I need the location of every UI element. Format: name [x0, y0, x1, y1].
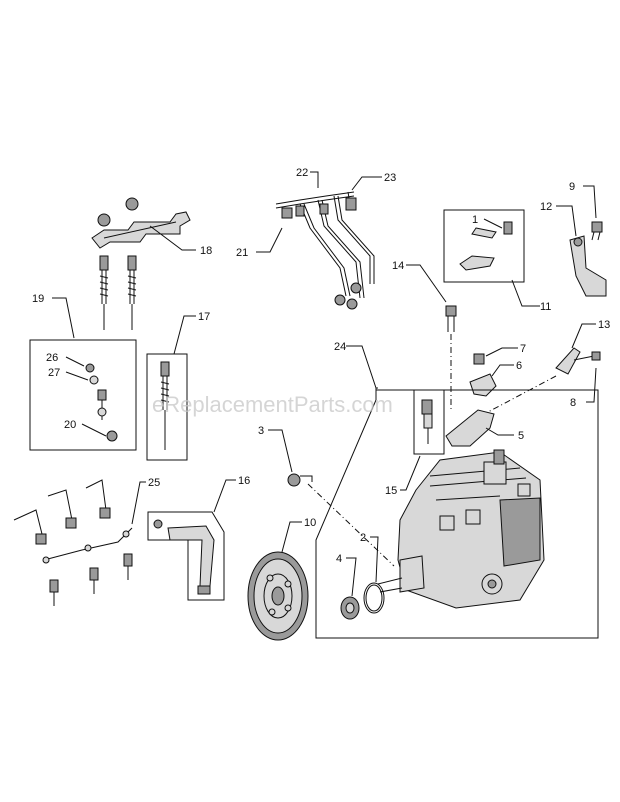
- callout-4[interactable]: 4: [336, 553, 342, 565]
- callout-17[interactable]: 17: [198, 311, 210, 323]
- callout-24[interactable]: 24: [334, 341, 346, 353]
- bolt-9[interactable]: [591, 221, 603, 241]
- bolt-14[interactable]: [445, 305, 457, 332]
- callout-labels: 1 2 3 4 5 6 7 8 9 10 11 12 13 14 15 16 1…: [32, 167, 610, 565]
- plate-5[interactable]: [445, 409, 495, 447]
- callout-3[interactable]: 3: [258, 425, 264, 437]
- callout-2[interactable]: 2: [360, 532, 366, 544]
- callout-19[interactable]: 19: [32, 293, 44, 305]
- callout-27[interactable]: 27: [48, 367, 60, 379]
- callout-8[interactable]: 8: [570, 397, 576, 409]
- hose-16[interactable]: [153, 519, 215, 595]
- nut-3[interactable]: [287, 473, 313, 487]
- glow-plug-box-17: [146, 353, 188, 461]
- callout-5[interactable]: 5: [518, 430, 524, 442]
- nut-4[interactable]: [340, 596, 360, 620]
- glow-plug-right[interactable]: [127, 255, 137, 330]
- valve-15[interactable]: [421, 399, 433, 444]
- callout-13[interactable]: 13: [598, 319, 610, 331]
- hose-box-16: [147, 511, 225, 601]
- kit-parts-19[interactable]: [85, 363, 118, 442]
- callout-18[interactable]: 18: [200, 245, 212, 257]
- bracket-12[interactable]: [569, 235, 607, 297]
- bracket-6[interactable]: [469, 373, 497, 397]
- callout-26[interactable]: 26: [46, 352, 58, 364]
- bracket-box-11: [443, 209, 525, 283]
- callout-16[interactable]: 16: [238, 475, 250, 487]
- callout-15[interactable]: 15: [385, 485, 397, 497]
- callout-10[interactable]: 10: [304, 517, 316, 529]
- callout-6[interactable]: 6: [516, 360, 522, 372]
- callout-14[interactable]: 14: [392, 260, 404, 272]
- injection-pump[interactable]: [377, 449, 545, 609]
- injection-lines[interactable]: [275, 191, 375, 310]
- callout-12[interactable]: 12: [540, 201, 552, 213]
- sensor-13[interactable]: [555, 347, 601, 375]
- callout-7[interactable]: 7: [520, 343, 526, 355]
- callout-11[interactable]: 11: [540, 301, 551, 313]
- watermark: eReplacementParts.com: [152, 392, 393, 417]
- callout-21[interactable]: 21: [236, 247, 248, 259]
- glow-plug-left[interactable]: [99, 255, 109, 330]
- bracket-parts-11[interactable]: [459, 221, 513, 271]
- kit-box-19: [29, 339, 137, 451]
- callout-22[interactable]: 22: [296, 167, 308, 179]
- return-line-25[interactable]: [13, 479, 133, 606]
- callout-9[interactable]: 9: [569, 181, 575, 193]
- bus-bar-nut[interactable]: [97, 197, 139, 227]
- callout-23[interactable]: 23: [384, 172, 396, 184]
- callout-1[interactable]: 1: [472, 214, 478, 226]
- glow-plug-17[interactable]: [160, 361, 170, 450]
- glow-plug-bus-bar[interactable]: [91, 211, 191, 249]
- callout-25[interactable]: 25: [148, 477, 160, 489]
- callout-20[interactable]: 20: [64, 419, 76, 431]
- o-ring-2[interactable]: [363, 582, 385, 614]
- gear-10[interactable]: [247, 551, 309, 641]
- bolt-7[interactable]: [473, 353, 485, 365]
